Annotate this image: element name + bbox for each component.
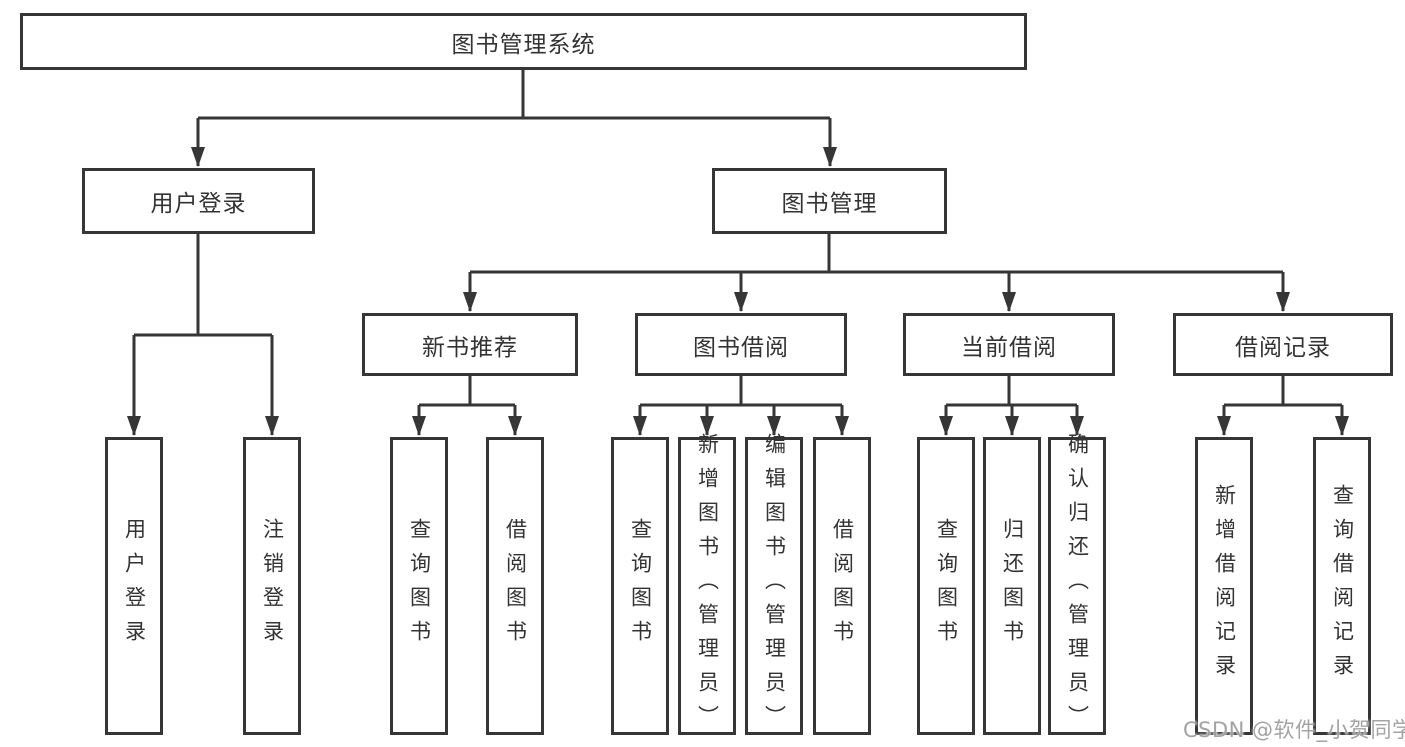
leaf-recommend-borrow-book: 借阅图书 [486, 437, 544, 735]
node-root: 图书管理系统 [20, 13, 1027, 70]
node-new-book-recommend: 新书推荐 [362, 313, 578, 376]
leaf-recommend-query-book: 查询图书 [390, 437, 448, 735]
csdn-watermark: CSDN @软件_小贺同学 [1183, 718, 1405, 742]
leaf-return-book: 归还图书 [983, 437, 1041, 735]
leaf-query-borrow-record: 查询借阅记录 [1313, 437, 1371, 735]
leaf-borrow-query-book: 查询图书 [611, 437, 669, 735]
leaf-logout: 注销登录 [243, 437, 301, 735]
leaf-edit-book-admin: 编辑图书（管理员） [745, 433, 803, 739]
leaf-add-borrow-record: 新增借阅记录 [1195, 437, 1253, 735]
node-user-login-module: 用户登录 [82, 168, 315, 234]
node-book-borrow: 图书借阅 [635, 313, 847, 376]
leaf-borrow-borrow-book: 借阅图书 [813, 437, 871, 735]
leaf-add-book-admin: 新增图书（管理员） [678, 433, 736, 739]
leaf-current-query-book: 查询图书 [917, 437, 975, 735]
node-current-borrow: 当前借阅 [903, 313, 1115, 376]
node-borrow-records: 借阅记录 [1173, 313, 1393, 376]
node-book-management-module: 图书管理 [712, 168, 947, 234]
leaf-user-login: 用户登录 [105, 437, 163, 735]
leaf-confirm-return-admin: 确认归还（管理员） [1048, 433, 1106, 739]
